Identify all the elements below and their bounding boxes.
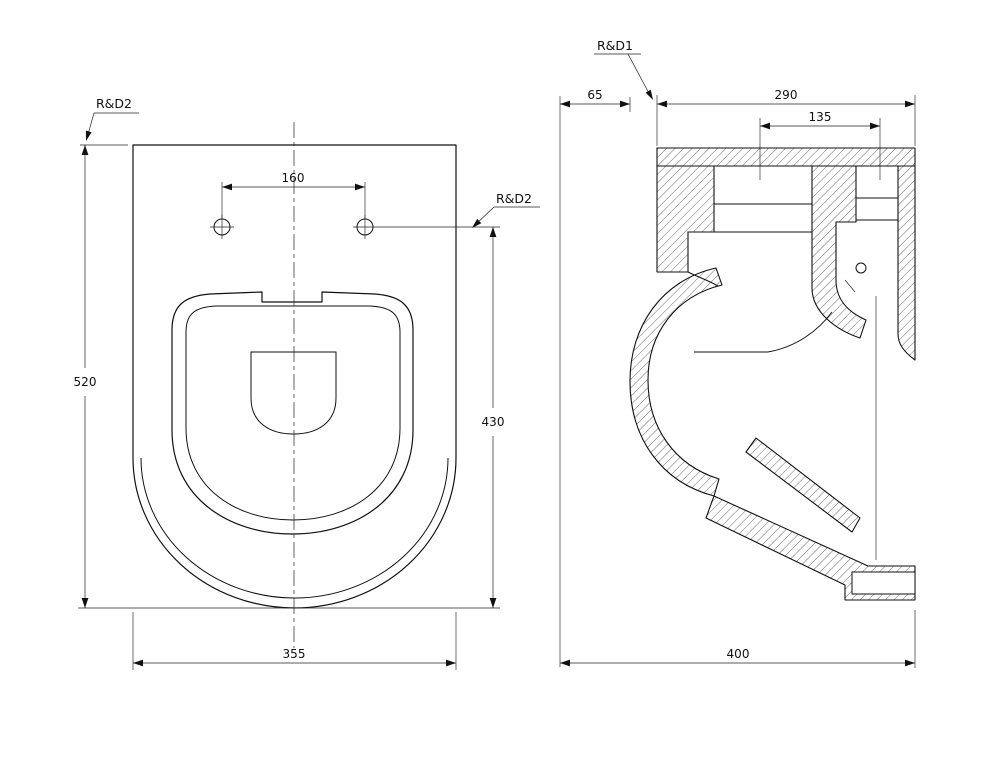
hole-crosshairs bbox=[210, 215, 377, 239]
dim-value-135: 135 bbox=[809, 110, 832, 124]
callout-arrow bbox=[645, 89, 653, 100]
dim-hole-spacing-160: 160 bbox=[222, 171, 365, 191]
section-bowl-wall bbox=[629, 267, 723, 497]
plan-body-outline bbox=[132, 144, 457, 609]
section-dimensions: 65 290 135 400 R&D1 bbox=[559, 38, 916, 668]
dim-overall-depth-400: 400 bbox=[560, 647, 915, 667]
dim-value-65: 65 bbox=[587, 88, 602, 102]
dim-hole-spacing-135: 135 bbox=[760, 110, 880, 130]
dim-overall-width-355: 355 bbox=[133, 647, 456, 667]
plan-view bbox=[132, 122, 457, 648]
callout-rd2-right: R&D2 bbox=[472, 191, 540, 228]
section-tank-mid-wall bbox=[811, 165, 867, 339]
water-area-outline bbox=[250, 351, 337, 435]
bowl-shelf-lines bbox=[694, 311, 833, 353]
callout-leader bbox=[627, 53, 652, 98]
dim-value-355: 355 bbox=[283, 647, 306, 661]
callout-rd1-top: R&D1 bbox=[594, 38, 653, 100]
dim-value-520: 520 bbox=[74, 375, 97, 389]
seat-outer-outline bbox=[171, 291, 414, 535]
section-view bbox=[629, 147, 916, 601]
fixing-hole bbox=[855, 262, 867, 274]
bowl-rim-transition bbox=[687, 271, 719, 287]
outlet-opening bbox=[851, 571, 916, 595]
mounting-holes bbox=[210, 215, 377, 239]
section-back-wall bbox=[656, 165, 715, 273]
callout-arrow bbox=[472, 218, 482, 228]
plan-extension-lines bbox=[78, 144, 500, 670]
dim-front-offset-65: 65 bbox=[560, 88, 630, 108]
plan-shell-inner-arc bbox=[140, 457, 449, 599]
seat-inner-rim bbox=[185, 305, 401, 521]
dim-value-290: 290 bbox=[775, 88, 798, 102]
callout-label: R&D1 bbox=[597, 38, 633, 53]
dim-top-depth-290: 290 bbox=[657, 88, 915, 108]
callout-arrow bbox=[85, 130, 92, 141]
dim-value-160: 160 bbox=[282, 171, 305, 185]
section-right-wall bbox=[897, 165, 916, 361]
dim-value-430: 430 bbox=[482, 415, 505, 429]
dim-overall-height-520: 520 bbox=[74, 145, 97, 608]
section-extension-lines bbox=[559, 95, 916, 668]
flush-valve-seat-lines bbox=[714, 197, 898, 233]
callout-rd2-top-left: R&D2 bbox=[85, 96, 139, 141]
fixing-tick bbox=[844, 279, 856, 293]
dim-hole-to-front-430: 430 bbox=[482, 227, 505, 608]
plan-dimensions: 160 520 430 355 R&D2 R&D2 bbox=[74, 96, 540, 670]
callout-label: R&D2 bbox=[496, 191, 532, 206]
dim-value-400: 400 bbox=[727, 647, 750, 661]
section-trap-wall bbox=[745, 437, 861, 533]
callout-label: R&D2 bbox=[96, 96, 132, 111]
section-top-deck bbox=[656, 147, 916, 167]
